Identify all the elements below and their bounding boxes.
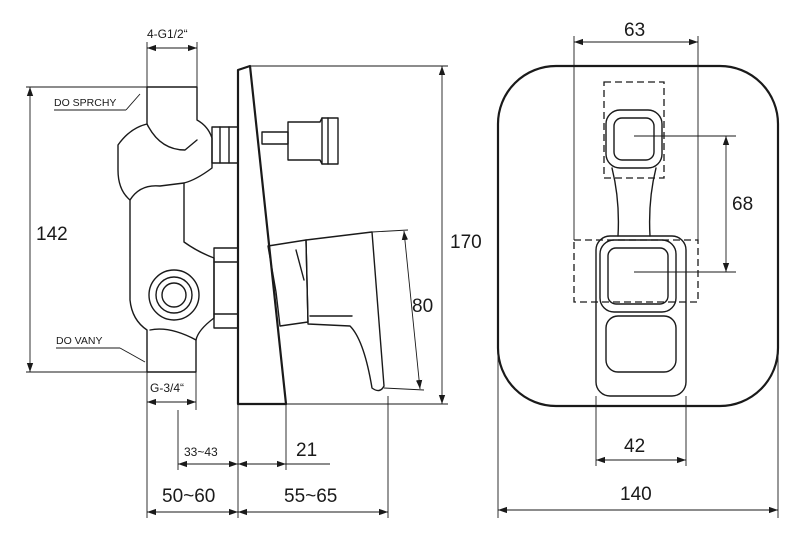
lever-head-inner [607, 247, 669, 305]
lever-projection-dim: 55~65 [284, 486, 337, 507]
cartridge-sleeve [213, 247, 239, 329]
bath-outlet-label: DO VANY [56, 335, 102, 347]
plate-width-dim: 140 [620, 484, 652, 505]
outlet-port-outer [148, 269, 200, 321]
body-inner-contour-2 [129, 182, 185, 201]
body-inner-contour-3 [149, 328, 197, 341]
lever-neck [611, 167, 657, 237]
lever-front-outer [595, 235, 687, 397]
cover-plate-front [496, 64, 780, 408]
diverter-knob-front-outer [605, 109, 663, 169]
diverter-hidden-outline [603, 81, 665, 179]
outlet-thread-label: G-3/4“ [150, 381, 184, 395]
handle-spacing-dim: 68 [732, 194, 753, 215]
diverter-knob-front-inner [613, 117, 655, 161]
valve-body [117, 86, 215, 373]
lever-head-outer [599, 239, 677, 313]
side-view [117, 64, 385, 406]
lever-height-dim: 80 [412, 296, 433, 317]
lever-tail [605, 315, 677, 373]
lever-base [267, 239, 309, 327]
body-height-dim: 142 [36, 224, 68, 245]
body-inner-contour [146, 123, 198, 151]
cover-plate-side [236, 64, 288, 406]
diverter-knob [287, 117, 339, 165]
front-view-dimensions: 63 68 42 140 [497, 20, 779, 518]
plate-offset-dim: 21 [296, 440, 317, 461]
body-depth-dim: 50~60 [162, 486, 215, 507]
side-view-dimensions: 4-G1/2“ 142 DO SPRCHY DO VANY 170 80 G-3… [26, 27, 482, 518]
inlet-thread-label: 4-G1/2“ [147, 27, 188, 41]
front-view [496, 64, 780, 408]
diverter-sleeve [211, 126, 239, 164]
outlet-port-inner [161, 282, 187, 308]
lever-handle [305, 231, 385, 392]
depth-adjust-dim: 33~43 [184, 445, 218, 459]
outlet-port-mid [155, 276, 193, 314]
diverter-rod [261, 131, 289, 145]
cartridge-hidden-outline [573, 239, 699, 303]
top-width-dim: 63 [624, 20, 645, 41]
plate-height-dim: 170 [450, 232, 482, 253]
lever-width-dim: 42 [624, 436, 645, 457]
shower-outlet-label: DO SPRCHY [54, 97, 116, 109]
